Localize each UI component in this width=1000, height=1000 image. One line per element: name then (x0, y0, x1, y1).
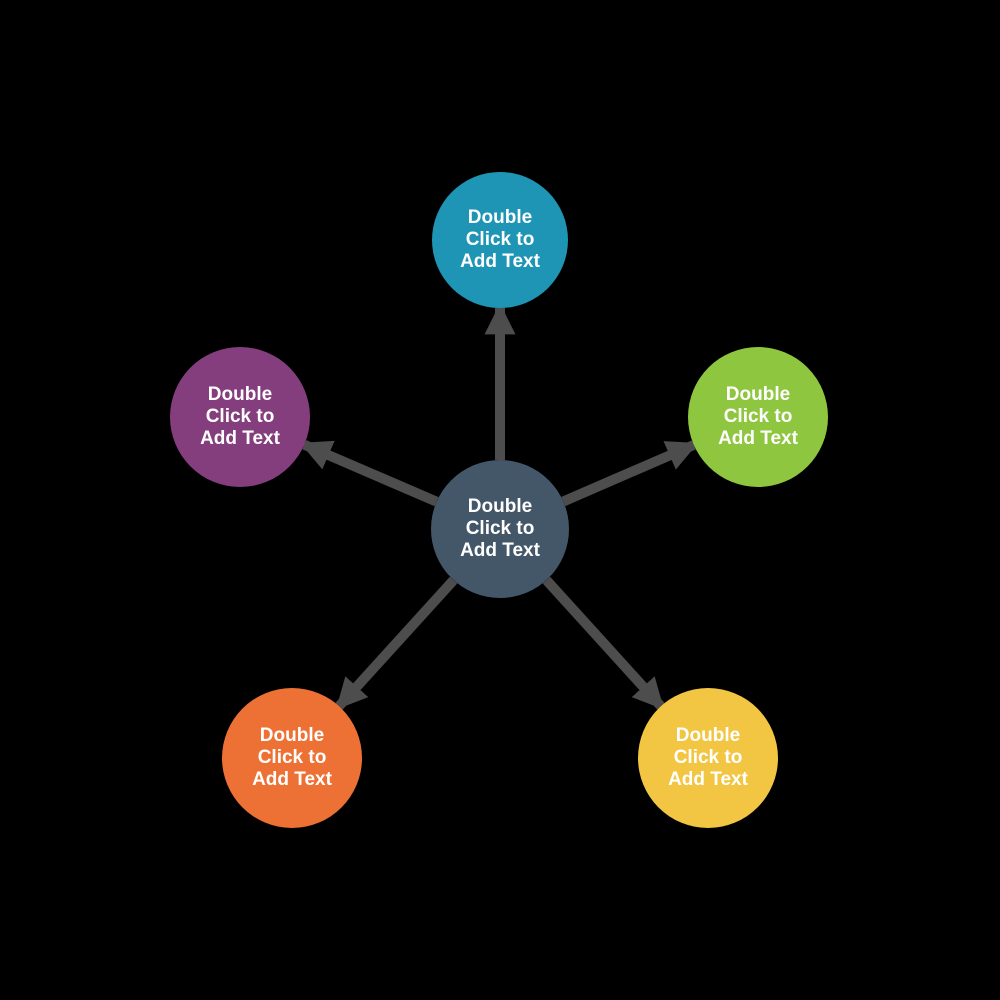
node-left[interactable]: Double Click to Add Text (170, 347, 310, 487)
connector-center-bottom-left[interactable] (335, 576, 458, 710)
node-center[interactable]: Double Click to Add Text (431, 460, 569, 598)
node-bottom-right-label: Double Click to Add Text (668, 725, 748, 790)
connector-center-bottom-right[interactable] (542, 576, 665, 710)
node-bottom-left[interactable]: Double Click to Add Text (222, 688, 362, 828)
node-top-label: Double Click to Add Text (460, 207, 540, 272)
node-center-label: Double Click to Add Text (460, 496, 540, 561)
node-bottom-left-label: Double Click to Add Text (252, 725, 332, 790)
connector-center-left[interactable] (300, 440, 439, 507)
node-right-label: Double Click to Add Text (718, 384, 798, 449)
node-bottom-right[interactable]: Double Click to Add Text (638, 688, 778, 828)
connector-center-right[interactable] (561, 440, 699, 507)
node-right[interactable]: Double Click to Add Text (688, 347, 828, 487)
node-top[interactable]: Double Click to Add Text (432, 172, 568, 308)
node-left-label: Double Click to Add Text (200, 384, 280, 449)
